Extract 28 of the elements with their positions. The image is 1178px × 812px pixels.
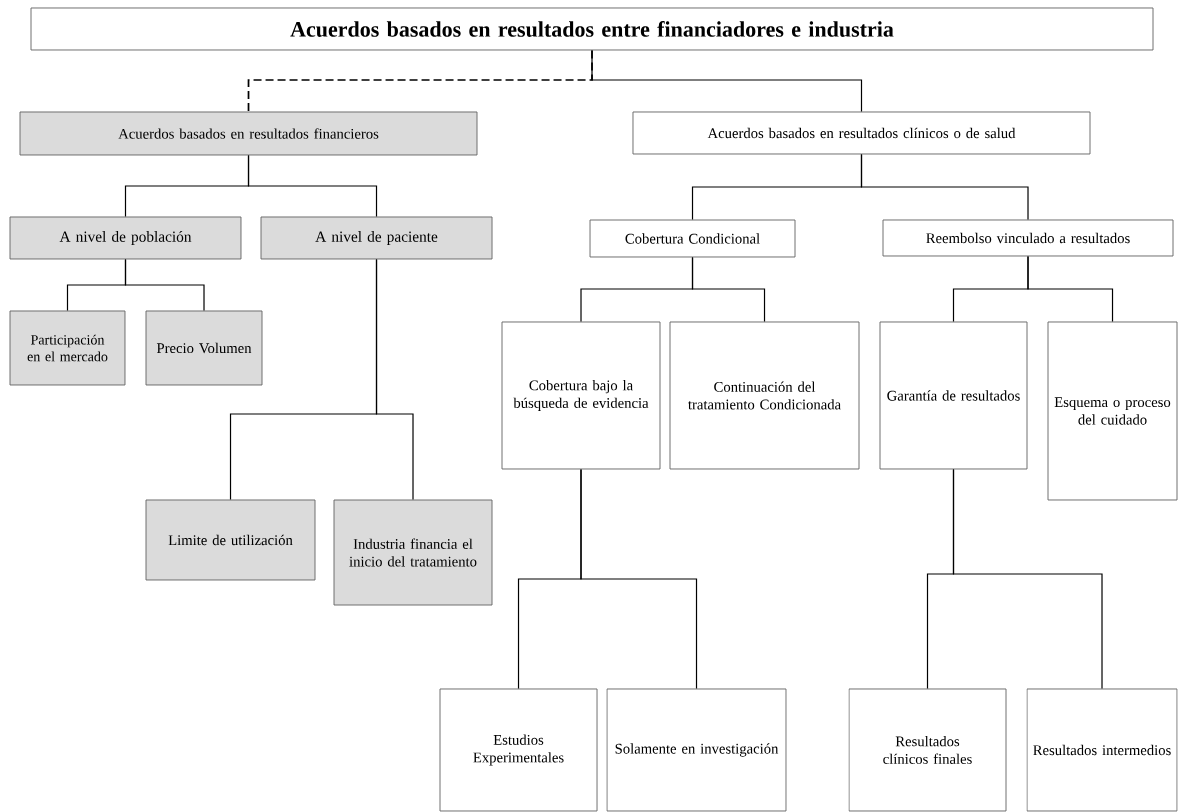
- category-box: Acuerdos basados en resultados clínicos o de salud: [632, 111, 1091, 155]
- category-box: Reembolso vinculado a resultados: [882, 219, 1174, 257]
- category-box: Acuerdos basados en resultados entre financiadores e industria: [30, 7, 1154, 51]
- connector-line: [247, 154, 378, 218]
- category-box: A nivel de población: [9, 216, 242, 260]
- category-box: Esquema o proceso del cuidado: [1047, 321, 1178, 501]
- category-box: Limite de utilización: [145, 499, 316, 581]
- category-box: Continuación del tratamiento Condicionada: [669, 321, 860, 470]
- category-box: Resultados clínicos finales: [848, 688, 1007, 812]
- connector-line: [1027, 255, 1114, 323]
- category-box: Industria financia el inicio del tratamiento: [333, 499, 493, 606]
- category-box: Acuerdos basados en resultados financieros: [19, 111, 478, 156]
- category-box: A nivel de paciente: [260, 216, 493, 260]
- category-box: Garantía de resultados: [879, 321, 1028, 470]
- connector-line: [860, 153, 1029, 221]
- category-box: Participación en el mercado: [9, 310, 126, 386]
- connector-line: [591, 49, 863, 113]
- category-box: Cobertura Condicional: [589, 219, 796, 258]
- category-box: Solamente en investigación: [606, 688, 787, 812]
- connector-line: [952, 468, 1103, 690]
- connector-line: [375, 258, 414, 501]
- category-box: Precio Volumen: [145, 310, 263, 386]
- category-box: Resultados intermedios: [1026, 688, 1178, 812]
- category-box: Estudios Experimentales: [439, 688, 598, 812]
- category-box: Cobertura bajo la búsqueda de evidencia: [501, 321, 661, 470]
- connector-line: [691, 256, 766, 323]
- connector-line: [580, 468, 698, 690]
- connector-line: [124, 258, 205, 312]
